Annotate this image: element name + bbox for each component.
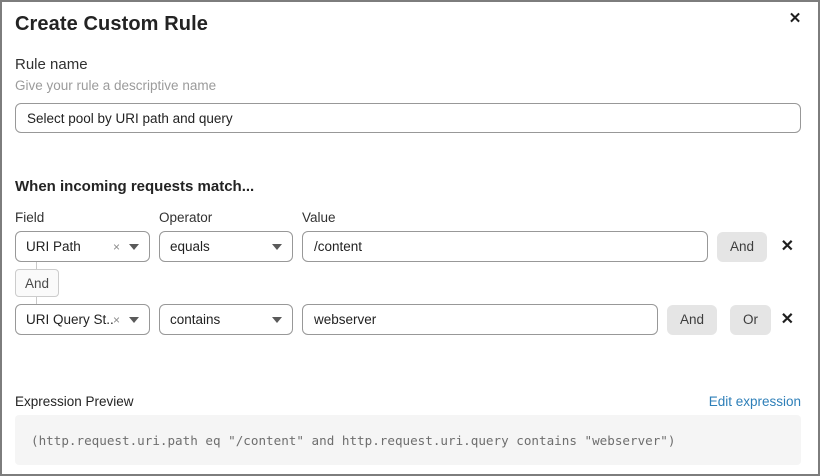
clear-icon[interactable]: ×	[112, 312, 120, 327]
close-icon[interactable]: ✕	[785, 9, 805, 29]
operator-select-value: contains	[170, 312, 221, 327]
expression-preview-header: Expression Preview Edit expression	[15, 393, 801, 410]
connector-line-bottom	[36, 297, 37, 304]
match-section-heading: When incoming requests match...	[15, 178, 255, 195]
field-column-label: Field	[15, 210, 45, 225]
value-column-label: Value	[302, 210, 336, 225]
rule-name-input[interactable]	[15, 103, 801, 133]
field-select[interactable]: URI Query St... ×	[15, 304, 150, 335]
chevron-down-icon	[129, 243, 139, 250]
condition-row-2: URI Query St... × contains And Or ✕	[15, 304, 801, 335]
rule-name-helper: Give your rule a descriptive name	[15, 78, 217, 93]
connector-and-badge[interactable]: And	[15, 269, 59, 297]
condition-connector: And	[15, 262, 75, 304]
condition-column-headers: Field Operator Value	[15, 210, 801, 226]
connector-line-top	[36, 262, 37, 269]
rule-name-label: Rule name	[15, 56, 88, 73]
expression-preview-box: (http.request.uri.path eq "/content" and…	[15, 415, 801, 465]
and-button[interactable]: And	[717, 231, 768, 262]
chevron-down-icon	[272, 243, 282, 250]
operator-column-label: Operator	[159, 210, 213, 225]
delete-row-icon[interactable]: ✕	[780, 310, 794, 328]
chevron-down-icon	[272, 316, 282, 323]
value-input[interactable]	[302, 231, 708, 262]
edit-expression-link[interactable]: Edit expression	[708, 394, 801, 409]
field-select-value: URI Query St...	[26, 312, 113, 327]
operator-select[interactable]: equals	[159, 231, 293, 262]
operator-select[interactable]: contains	[159, 304, 293, 335]
and-button[interactable]: And	[667, 304, 718, 335]
delete-row-icon[interactable]: ✕	[780, 237, 794, 255]
condition-row-1: URI Path × equals And ✕	[15, 231, 801, 262]
expression-preview-label: Expression Preview	[15, 394, 134, 409]
operator-select-value: equals	[170, 239, 210, 254]
dialog-title: Create Custom Rule	[15, 13, 208, 35]
chevron-down-icon	[129, 316, 139, 323]
field-select-value: URI Path	[26, 239, 81, 254]
field-select[interactable]: URI Path ×	[15, 231, 150, 262]
clear-icon[interactable]: ×	[112, 239, 120, 254]
value-input[interactable]	[302, 304, 658, 335]
expression-text: (http.request.uri.path eq "/content" and…	[31, 432, 676, 448]
or-button[interactable]: Or	[730, 304, 772, 335]
